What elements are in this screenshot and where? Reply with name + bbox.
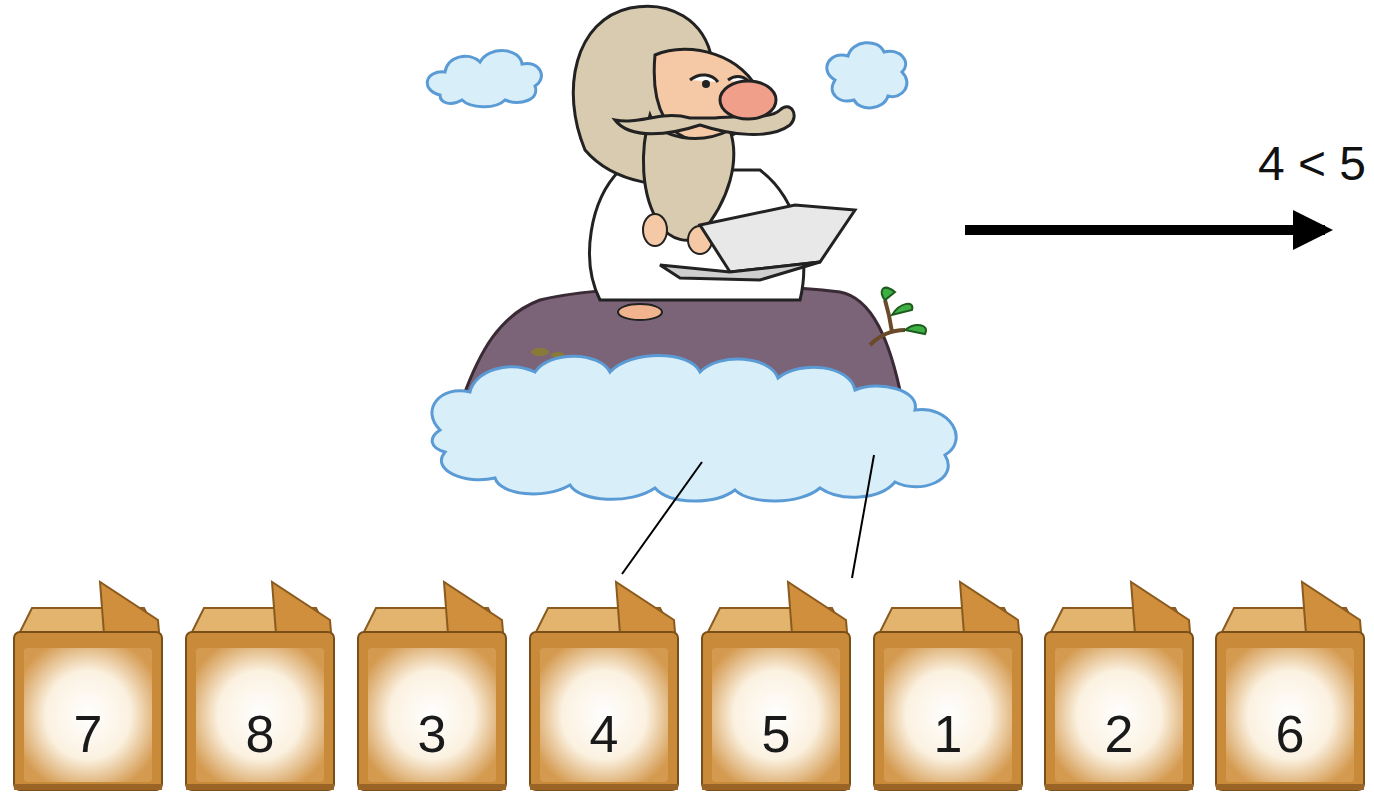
small-cloud [827, 43, 907, 108]
box-number: 1 [868, 708, 1028, 760]
box: 6 [1210, 578, 1370, 793]
box-number: 5 [696, 708, 856, 760]
box: 4 [524, 578, 684, 793]
leader-line [622, 462, 702, 574]
arrow [965, 225, 1325, 235]
box: 5 [696, 578, 856, 793]
box-shape [524, 578, 684, 793]
box-shape [1210, 578, 1370, 793]
box-shape [352, 578, 512, 793]
box-number: 6 [1210, 708, 1370, 760]
box-shape [180, 578, 340, 793]
box: 3 [352, 578, 512, 793]
box-number: 8 [180, 708, 340, 760]
box: 2 [1039, 578, 1199, 793]
box: 1 [868, 578, 1028, 793]
box-shape [1039, 578, 1199, 793]
cloud [432, 356, 956, 502]
box-number: 4 [524, 708, 684, 760]
box-number: 3 [352, 708, 512, 760]
box-shape [696, 578, 856, 793]
leader-line [852, 455, 874, 578]
comparison-label: 4 < 5 [1258, 140, 1366, 188]
small-cloud [427, 51, 541, 107]
nose [720, 81, 776, 119]
box-number: 7 [8, 708, 168, 760]
box-shape [8, 578, 168, 793]
box: 8 [180, 578, 340, 793]
box: 7 [8, 578, 168, 793]
laptop [700, 205, 855, 272]
box-number: 2 [1039, 708, 1199, 760]
box-shape [868, 578, 1028, 793]
